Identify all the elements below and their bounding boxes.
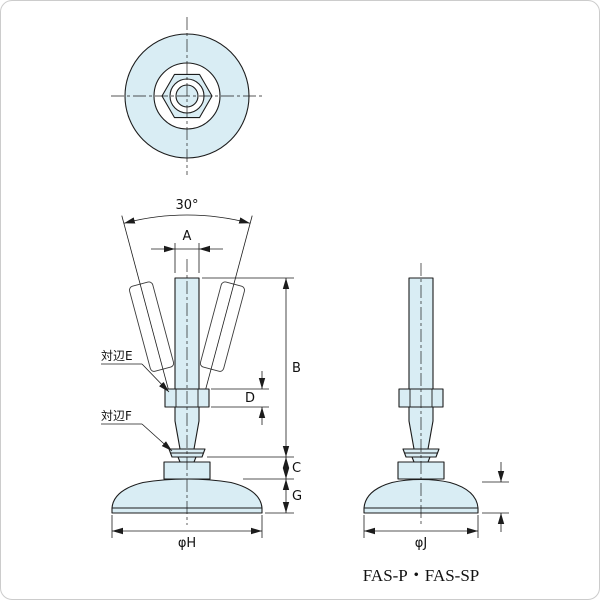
swivel-centerline-left [121, 215, 170, 392]
dim-phi-h: φH [111, 515, 263, 551]
dim-c-label: C [292, 461, 301, 476]
front-view: 30° [111, 198, 263, 525]
dim-g: G [265, 479, 302, 514]
dim-d-label: D [245, 391, 255, 406]
flats-e-label: 対辺E [101, 349, 133, 363]
flats-f-label: 対辺F [101, 409, 132, 423]
swivel-centerline-right [204, 215, 253, 392]
dim-c: C [243, 457, 301, 480]
angle-label: 30° [175, 198, 198, 213]
dim-b-label: B [292, 361, 301, 376]
swivel-angle-arc [123, 214, 251, 224]
dim-b: B [202, 277, 301, 458]
caption: FAS-P・FAS-SP [363, 566, 480, 585]
dim-pad-thickness [482, 462, 509, 532]
dim-g-label: G [292, 489, 302, 504]
flats-e-callout: 対辺E [101, 349, 170, 393]
top-view [111, 17, 263, 175]
dim-a: A [151, 229, 223, 273]
side-view [363, 263, 479, 525]
dim-phi-j: φJ [363, 515, 479, 551]
dim-d: D [211, 371, 269, 425]
dim-a-label: A [183, 229, 192, 244]
dim-h-label: φH [178, 536, 196, 551]
flats-f-callout: 対辺F [101, 409, 173, 452]
flats-e-leader [141, 363, 170, 393]
flats-f-leader [141, 423, 173, 452]
dim-j-label: φJ [415, 536, 427, 551]
